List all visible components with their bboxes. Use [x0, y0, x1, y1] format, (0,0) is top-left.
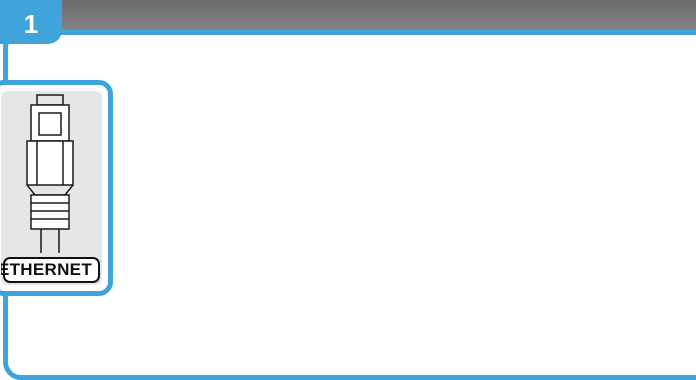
step-frame [3, 30, 696, 380]
step-number-badge: 1 [0, 0, 62, 44]
ethernet-connector-icon [26, 94, 74, 253]
inset-background: ETHERNET [1, 91, 102, 285]
ethernet-label: ETHERNET [1, 257, 100, 283]
ethernet-inset: ETHERNET [0, 80, 113, 296]
